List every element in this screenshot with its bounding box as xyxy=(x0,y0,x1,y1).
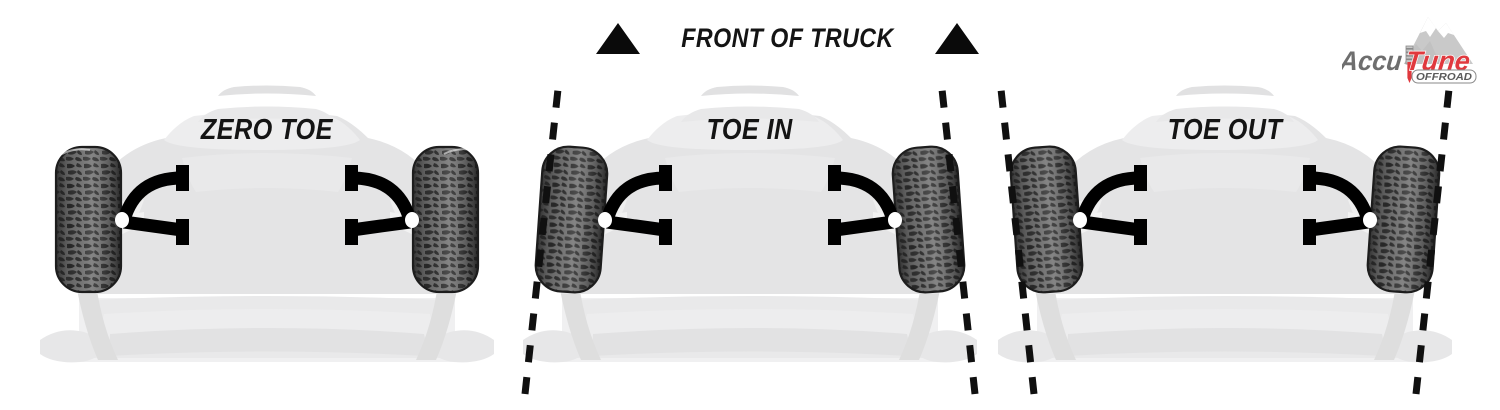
guide-lines-converging xyxy=(521,79,979,395)
toe-indicator-right xyxy=(828,165,902,245)
truck-body-silhouette xyxy=(523,85,977,363)
front-of-truck-label: FRONT OF TRUCK xyxy=(681,22,894,53)
truck-body-silhouette xyxy=(40,85,494,363)
zero-toe-illustration xyxy=(40,85,494,363)
toe-in-illustration xyxy=(521,79,979,395)
triangle-up-icon-left xyxy=(596,22,640,54)
brand-logo[interactable]: Accu Tune OFFROAD xyxy=(1342,4,1492,88)
svg-text:OFFROAD: OFFROAD xyxy=(1416,71,1472,83)
tire-right xyxy=(1365,144,1441,295)
tire-left xyxy=(1009,144,1085,295)
tire-right xyxy=(411,145,480,294)
toe-indicator-right xyxy=(1303,165,1377,245)
header-bar: FRONT OF TRUCK Accu Tune xyxy=(0,0,1500,84)
tire-left xyxy=(54,145,123,294)
panel-toe-in[interactable]: TOE IN xyxy=(515,62,985,410)
tire-right xyxy=(891,144,967,295)
shock-absorber-icon xyxy=(1405,45,1414,83)
toe-out-illustration xyxy=(996,79,1454,395)
guide-lines-diverging xyxy=(996,79,1454,395)
truck-body-silhouette xyxy=(998,85,1452,363)
toe-indicator-right xyxy=(345,165,419,245)
diagram-panels: ZERO TOE xyxy=(0,62,1500,410)
front-of-truck-indicator: FRONT OF TRUCK xyxy=(596,18,979,58)
toe-indicator-left xyxy=(115,165,189,245)
toe-indicator-left xyxy=(598,165,672,245)
triangle-up-icon-right xyxy=(934,22,979,54)
panel-zero-toe[interactable]: ZERO TOE xyxy=(32,62,502,410)
toe-indicator-left xyxy=(1073,165,1147,245)
logo-text-offroad: OFFROAD xyxy=(1411,69,1477,84)
panel-toe-out[interactable]: TOE OUT xyxy=(990,62,1460,410)
logo-text-accu: Accu xyxy=(1342,44,1405,76)
svg-text:Accu: Accu xyxy=(1342,45,1404,76)
